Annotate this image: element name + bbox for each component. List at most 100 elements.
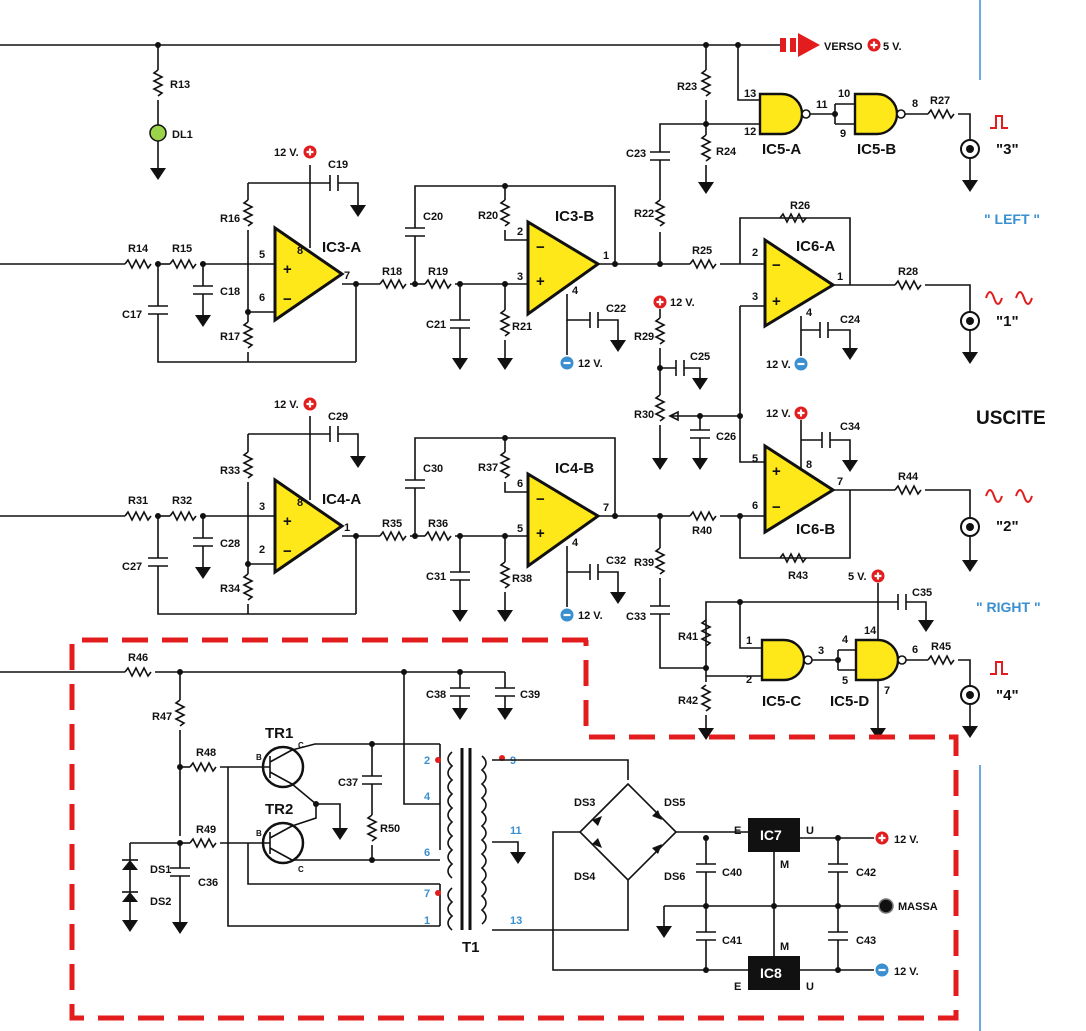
ic4a-supply-label: 12 V. bbox=[274, 399, 299, 411]
ic3b-label: IC3-B bbox=[555, 208, 594, 225]
svg-text:3: 3 bbox=[818, 645, 824, 657]
r48-label: R48 bbox=[196, 747, 216, 759]
verso-label: VERSO bbox=[824, 41, 863, 53]
r47-label: R47 bbox=[152, 711, 172, 723]
r27-label: R27 bbox=[930, 95, 950, 107]
c21-label: C21 bbox=[426, 319, 446, 331]
ic7-regulator bbox=[748, 818, 800, 852]
r37-label: R37 bbox=[478, 462, 498, 474]
r32-label: R32 bbox=[172, 495, 192, 507]
c37-label: C37 bbox=[338, 777, 358, 789]
ic3a-opamp bbox=[273, 225, 345, 323]
c17-label: C17 bbox=[122, 309, 142, 321]
svg-text:5: 5 bbox=[517, 523, 523, 535]
ic3b-opamp bbox=[526, 219, 601, 317]
svg-text:6: 6 bbox=[259, 292, 265, 304]
svg-text:1: 1 bbox=[344, 522, 350, 534]
svg-text:5: 5 bbox=[752, 453, 758, 465]
c22-label: C22 bbox=[606, 303, 626, 315]
t1-secondary-winding bbox=[480, 755, 487, 925]
r50-label: R50 bbox=[380, 823, 400, 835]
ds4-label: DS4 bbox=[574, 871, 596, 883]
massa-label: MASSA bbox=[898, 901, 938, 913]
svg-text:6: 6 bbox=[752, 500, 758, 512]
output-1-label: "1" bbox=[996, 313, 1019, 330]
c25-label: C25 bbox=[690, 351, 710, 363]
ic5a-label: IC5-A bbox=[762, 141, 801, 158]
r45-label: R45 bbox=[931, 641, 951, 653]
svg-text:9: 9 bbox=[510, 755, 516, 767]
svg-text:3: 3 bbox=[752, 291, 758, 303]
r49-label: R49 bbox=[196, 824, 216, 836]
ic3a-supply-label: 12 V. bbox=[274, 147, 299, 159]
svg-text:IC7: IC7 bbox=[760, 827, 782, 843]
svg-text:M: M bbox=[780, 859, 789, 871]
ds1-label: DS1 bbox=[150, 864, 171, 876]
svg-text:2: 2 bbox=[259, 544, 265, 556]
svg-text:11: 11 bbox=[816, 99, 828, 111]
svg-text:2: 2 bbox=[746, 674, 752, 686]
svg-text:C: C bbox=[298, 865, 304, 874]
ds2-label: DS2 bbox=[150, 896, 171, 908]
ic4b-opamp bbox=[526, 471, 601, 569]
r43-label: R43 bbox=[788, 570, 808, 582]
right-label: " RIGHT " bbox=[976, 599, 1041, 615]
ic5c-label: IC5-C bbox=[762, 693, 801, 710]
ic5b-label: IC5-B bbox=[857, 141, 896, 158]
t1-primary-winding bbox=[447, 751, 454, 879]
tr2-label: TR2 bbox=[265, 801, 293, 818]
verso-5v-label: 5 V. bbox=[883, 41, 902, 53]
r31-label: R31 bbox=[128, 495, 148, 507]
bias-supply-label: 12 V. bbox=[670, 297, 695, 309]
svg-text:U: U bbox=[806, 825, 814, 837]
svg-text:C: C bbox=[298, 741, 304, 750]
c43-label: C43 bbox=[856, 935, 876, 947]
ic5a-gate bbox=[758, 92, 804, 136]
svg-text:2: 2 bbox=[752, 247, 758, 259]
svg-text:E: E bbox=[734, 981, 741, 993]
r18-label: R18 bbox=[382, 266, 402, 278]
ic5d-gate bbox=[854, 638, 900, 682]
ic6a-label: IC6-A bbox=[796, 238, 835, 255]
svg-text:11: 11 bbox=[510, 825, 522, 837]
svg-text:7: 7 bbox=[424, 888, 430, 900]
svg-text:E: E bbox=[734, 825, 741, 837]
svg-text:+: + bbox=[772, 463, 781, 480]
svg-text:+: + bbox=[772, 293, 781, 310]
ic5c-gate bbox=[760, 638, 806, 682]
c42-label: C42 bbox=[856, 867, 876, 879]
r35-label: R35 bbox=[382, 518, 402, 530]
r22-label: R22 bbox=[634, 208, 654, 220]
ic4a-opamp bbox=[273, 477, 345, 575]
r41-label: R41 bbox=[678, 631, 698, 643]
svg-text:−: − bbox=[772, 499, 781, 516]
svg-text:−: − bbox=[772, 257, 781, 274]
svg-text:1: 1 bbox=[603, 250, 609, 262]
ic4b-label: IC4-B bbox=[555, 460, 594, 477]
t1-label: T1 bbox=[462, 939, 480, 956]
svg-text:2: 2 bbox=[517, 226, 523, 238]
c35-label: C35 bbox=[912, 587, 932, 599]
r30-label: R30 bbox=[634, 409, 654, 421]
svg-text:−: − bbox=[283, 291, 292, 308]
ic3b-neg-label: 12 V. bbox=[578, 358, 603, 370]
ic6a-neg-label: 12 V. bbox=[766, 359, 791, 371]
c32-label: C32 bbox=[606, 555, 626, 567]
ds5-label: DS5 bbox=[664, 797, 685, 809]
svg-text:3: 3 bbox=[259, 501, 265, 513]
ds3-label: DS3 bbox=[574, 797, 595, 809]
power-supply-boundary bbox=[69, 637, 959, 1021]
ic5-supply-label: 5 V. bbox=[848, 571, 867, 583]
tr1-label: TR1 bbox=[265, 725, 293, 742]
r19-label: R19 bbox=[428, 266, 448, 278]
c24-label: C24 bbox=[840, 314, 861, 326]
r20-label: R20 bbox=[478, 210, 498, 222]
c27-label: C27 bbox=[122, 561, 142, 573]
out-pos-label: 12 V. bbox=[894, 834, 919, 846]
svg-text:6: 6 bbox=[912, 644, 918, 656]
svg-text:4: 4 bbox=[572, 537, 579, 549]
svg-text:+: + bbox=[283, 261, 292, 278]
r46-label: R46 bbox=[128, 652, 148, 664]
output-2-label: "2" bbox=[996, 518, 1019, 535]
svg-text:IC8: IC8 bbox=[760, 965, 782, 981]
